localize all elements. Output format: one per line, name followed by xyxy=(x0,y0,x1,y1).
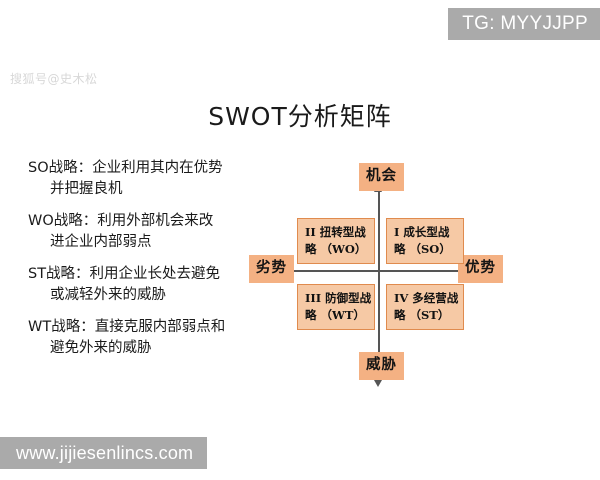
url-watermark-banner: www.jijiesenlincs.com xyxy=(0,437,208,469)
telegram-watermark-banner: TG: MYYJJPP xyxy=(448,8,600,40)
strategy-wt-line2: 避免外来的威胁 xyxy=(50,340,152,357)
quadrant-wo-line2: 略 （WO） xyxy=(305,241,367,256)
strategy-st-line2: 或减轻外来的威胁 xyxy=(50,287,166,304)
strategy-wo-line2: 进企业内部弱点 xyxy=(50,234,152,251)
vertical-axis-line xyxy=(378,191,380,381)
quadrant-box-wo: II 扭转型战 略 （WO） xyxy=(297,218,375,265)
strategy-so-line1: SO战略：企业利用其内在优势 xyxy=(28,160,223,176)
strategy-item-wo: WO战略：利用外部机会来改 进企业内部弱点 xyxy=(28,211,258,253)
quadrant-st-line1: IV 多经营战 xyxy=(394,291,459,305)
strategy-st-line1: ST战略：利用企业长处去避免 xyxy=(28,266,221,283)
strategy-item-wt: WT战略：直接克服内部弱点和 避免外来的威胁 xyxy=(28,317,258,359)
quadrant-so-line1: I 成长型战 xyxy=(394,225,450,239)
strategy-item-st: ST战略：利用企业长处去避免 或减轻外来的威胁 xyxy=(28,264,258,306)
sohu-author-watermark: 搜狐号@史木松 xyxy=(10,72,98,86)
page-title: SWOT分析矩阵 xyxy=(208,102,392,131)
quadrant-box-wt: III 防御型战 略 （WT） xyxy=(297,284,375,331)
axis-label-strengths: 优势 xyxy=(458,255,503,283)
quadrant-wt-line1: III 防御型战 xyxy=(305,291,372,305)
axis-label-threats: 威胁 xyxy=(359,352,404,380)
horizontal-axis-line xyxy=(292,270,467,272)
axis-label-opportunities: 机会 xyxy=(359,163,404,191)
strategy-wo-line1: WO战略：利用外部机会来改 xyxy=(28,213,214,230)
quadrant-so-line2: 略 （SO） xyxy=(394,241,451,256)
quadrant-box-st: IV 多经营战 略 （ST） xyxy=(386,284,464,331)
strategy-wt-line1: WT战略：直接克服内部弱点和 xyxy=(28,319,226,336)
arrow-down-icon xyxy=(374,380,382,387)
axis-label-weaknesses: 劣势 xyxy=(249,255,294,283)
quadrant-wo-line1: II 扭转型战 xyxy=(305,225,366,239)
quadrant-st-line2: 略 （ST） xyxy=(394,307,450,322)
quadrant-wt-line2: 略 （WT） xyxy=(305,307,365,322)
strategy-definition-list: SO战略：企业利用其内在优势 并把握良机 WO战略：利用外部机会来改 进企业内部… xyxy=(28,158,258,370)
strategy-so-line2: 并把握良机 xyxy=(50,181,123,198)
quadrant-box-so: I 成长型战 略 （SO） xyxy=(386,218,464,265)
swot-quadrant-diagram: 机会 威胁 劣势 优势 II 扭转型战 略 （WO） I 成长型战 略 （SO）… xyxy=(240,150,585,390)
strategy-item-so: SO战略：企业利用其内在优势 并把握良机 xyxy=(28,158,258,200)
